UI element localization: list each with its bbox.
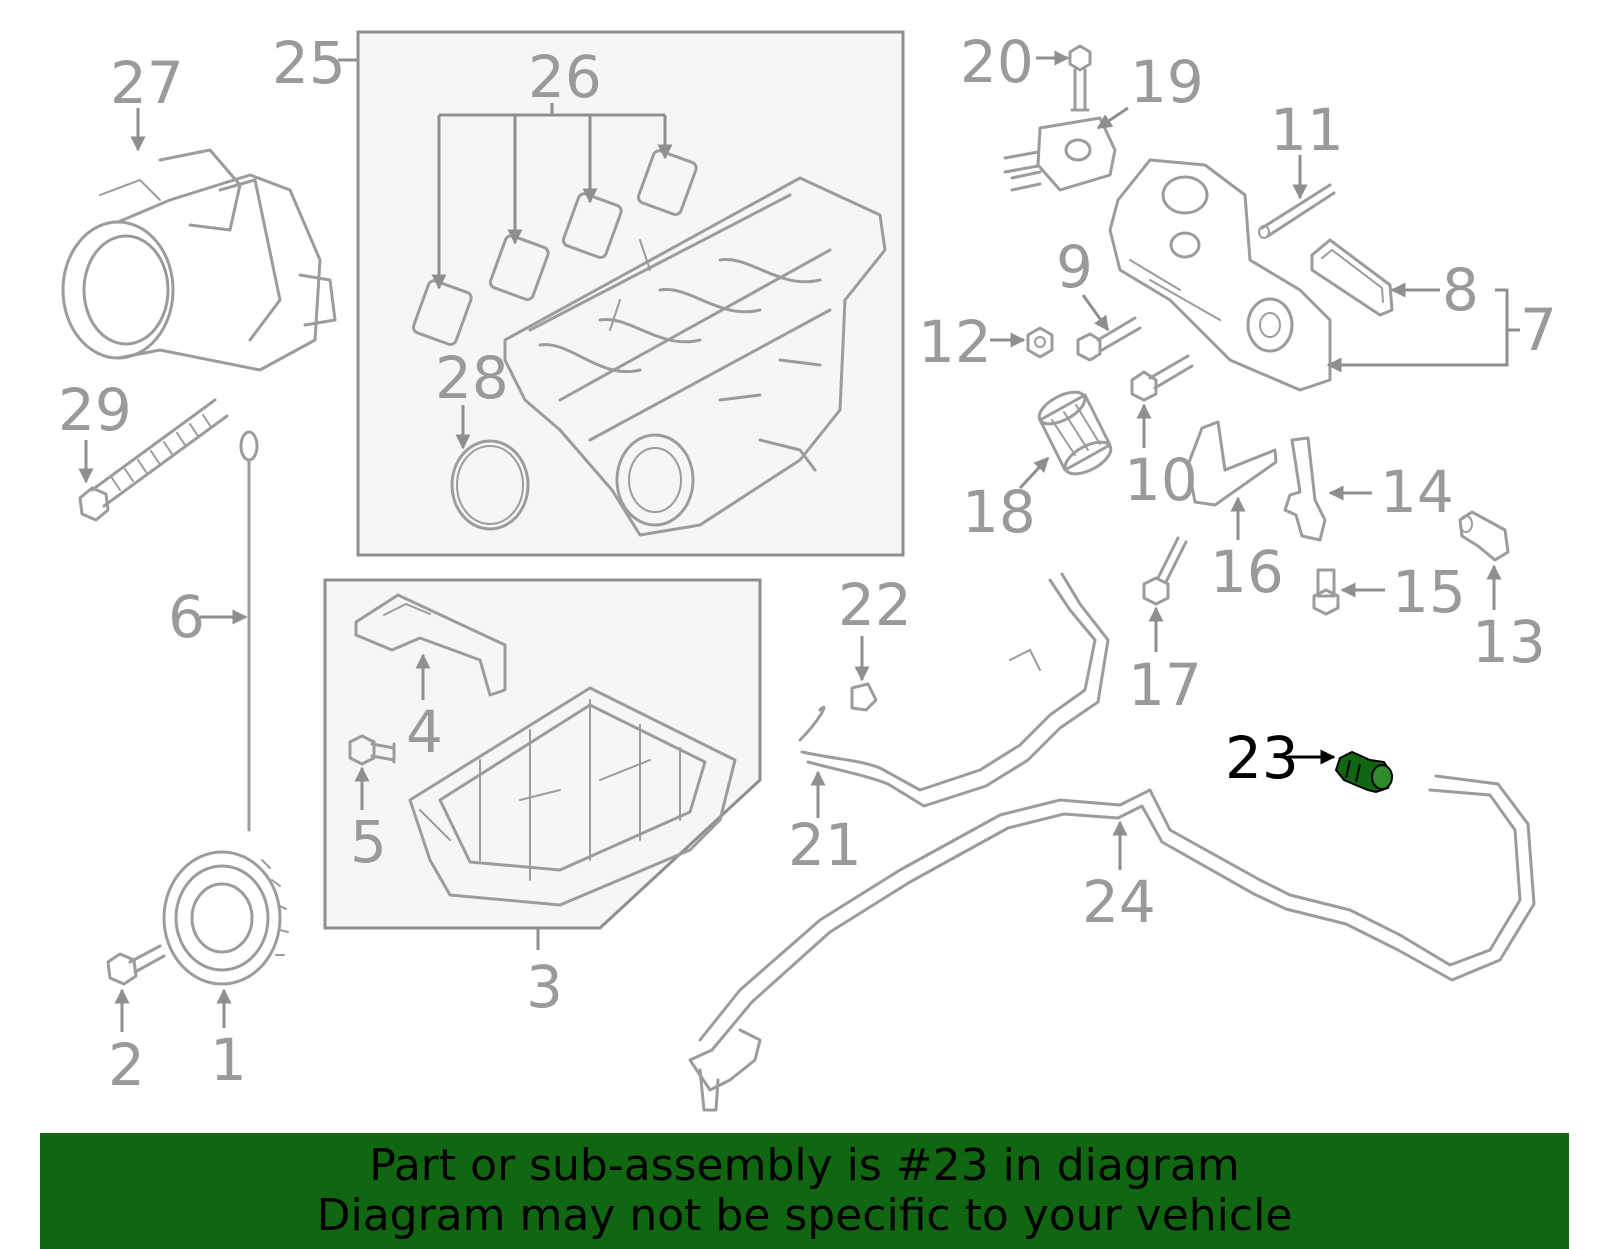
- nut-12-part: [1026, 326, 1054, 359]
- callout-25: 25: [272, 29, 346, 97]
- callout-22: 22: [838, 571, 912, 639]
- sensor-13-part: [1458, 510, 1510, 562]
- sensor-14-part: [1283, 436, 1327, 542]
- callout-27: 27: [110, 49, 184, 117]
- bolt-20-part: [1068, 44, 1092, 112]
- callout-16: 16: [1210, 538, 1284, 606]
- housing-gasket-part: [1310, 238, 1394, 317]
- dipstick-part: [239, 430, 259, 832]
- callout-26-leaders: [431, 103, 673, 290]
- intake-manifold-part: [503, 176, 887, 537]
- callout-21: 21: [788, 811, 862, 879]
- pulley-bolt-part: [106, 944, 166, 986]
- long-bolt-part: [78, 398, 229, 522]
- bolt-17-part: [1142, 536, 1188, 606]
- callout-17: 17: [1128, 651, 1202, 719]
- oil-pan-box: [323, 578, 762, 930]
- callout-23: 23: [1225, 724, 1299, 792]
- bolt-10-part: [1130, 354, 1194, 402]
- callout-1: 1: [210, 1026, 247, 1094]
- callout-6: 6: [168, 583, 205, 651]
- clip-22-part: [850, 682, 878, 712]
- callout-11: 11: [1270, 96, 1344, 164]
- callout-19-arrow: [1096, 106, 1129, 130]
- callout-29: 29: [58, 376, 132, 444]
- bolt-15-part: [1312, 568, 1340, 616]
- banner-line-2: Diagram may not be specific to your vehi…: [316, 1190, 1293, 1241]
- callout-9: 9: [1056, 233, 1093, 301]
- callout-10: 10: [1124, 446, 1198, 514]
- tube-21-part: [798, 572, 1110, 808]
- callout-18: 18: [962, 478, 1036, 546]
- tube-24-part: [688, 774, 1536, 1112]
- heat-shield-part: [1186, 420, 1278, 507]
- oil-filter-housing-part: [1108, 158, 1332, 392]
- oil-cooler-part: [1003, 116, 1117, 192]
- bolt-9-part: [1076, 316, 1142, 362]
- callout-15: 15: [1392, 558, 1466, 626]
- intake-manifold-box: [356, 30, 905, 557]
- callout-2: 2: [108, 1031, 145, 1099]
- callout-4: 4: [406, 698, 443, 766]
- highlighted-part-23: [1334, 750, 1394, 794]
- oil-filter-part: [1037, 390, 1113, 476]
- banner-line-1: Part or sub-assembly is #23 in diagram: [369, 1140, 1240, 1191]
- callout-7: 7: [1520, 296, 1557, 364]
- baffle-part: [354, 593, 507, 697]
- throttle-body-part: [61, 148, 337, 372]
- crank-pulley-part: [162, 850, 289, 986]
- callout-24: 24: [1082, 868, 1156, 936]
- callout-12: 12: [918, 308, 992, 376]
- callout-14: 14: [1380, 458, 1454, 526]
- callout-3: 3: [526, 953, 563, 1021]
- oil-pan-bolt-part: [348, 734, 396, 766]
- callout-9-arrow: [1081, 294, 1110, 332]
- callout-18-arrow: [1018, 456, 1050, 490]
- callout-28: 28: [435, 344, 509, 412]
- callout-19: 19: [1130, 48, 1204, 116]
- callout-13: 13: [1472, 608, 1546, 676]
- callout-8: 8: [1442, 256, 1479, 324]
- manifold-gaskets-part: [411, 149, 698, 346]
- pin-11-part: [1258, 183, 1336, 239]
- callout-26: 26: [528, 43, 602, 111]
- info-banner: Part or sub-assembly is #23 in diagram D…: [40, 1133, 1569, 1249]
- o-ring-part: [450, 439, 530, 531]
- oil-pan-part: [408, 686, 737, 907]
- callout-7-leader: [1326, 288, 1520, 373]
- callout-5: 5: [350, 808, 387, 876]
- callout-20: 20: [960, 28, 1034, 96]
